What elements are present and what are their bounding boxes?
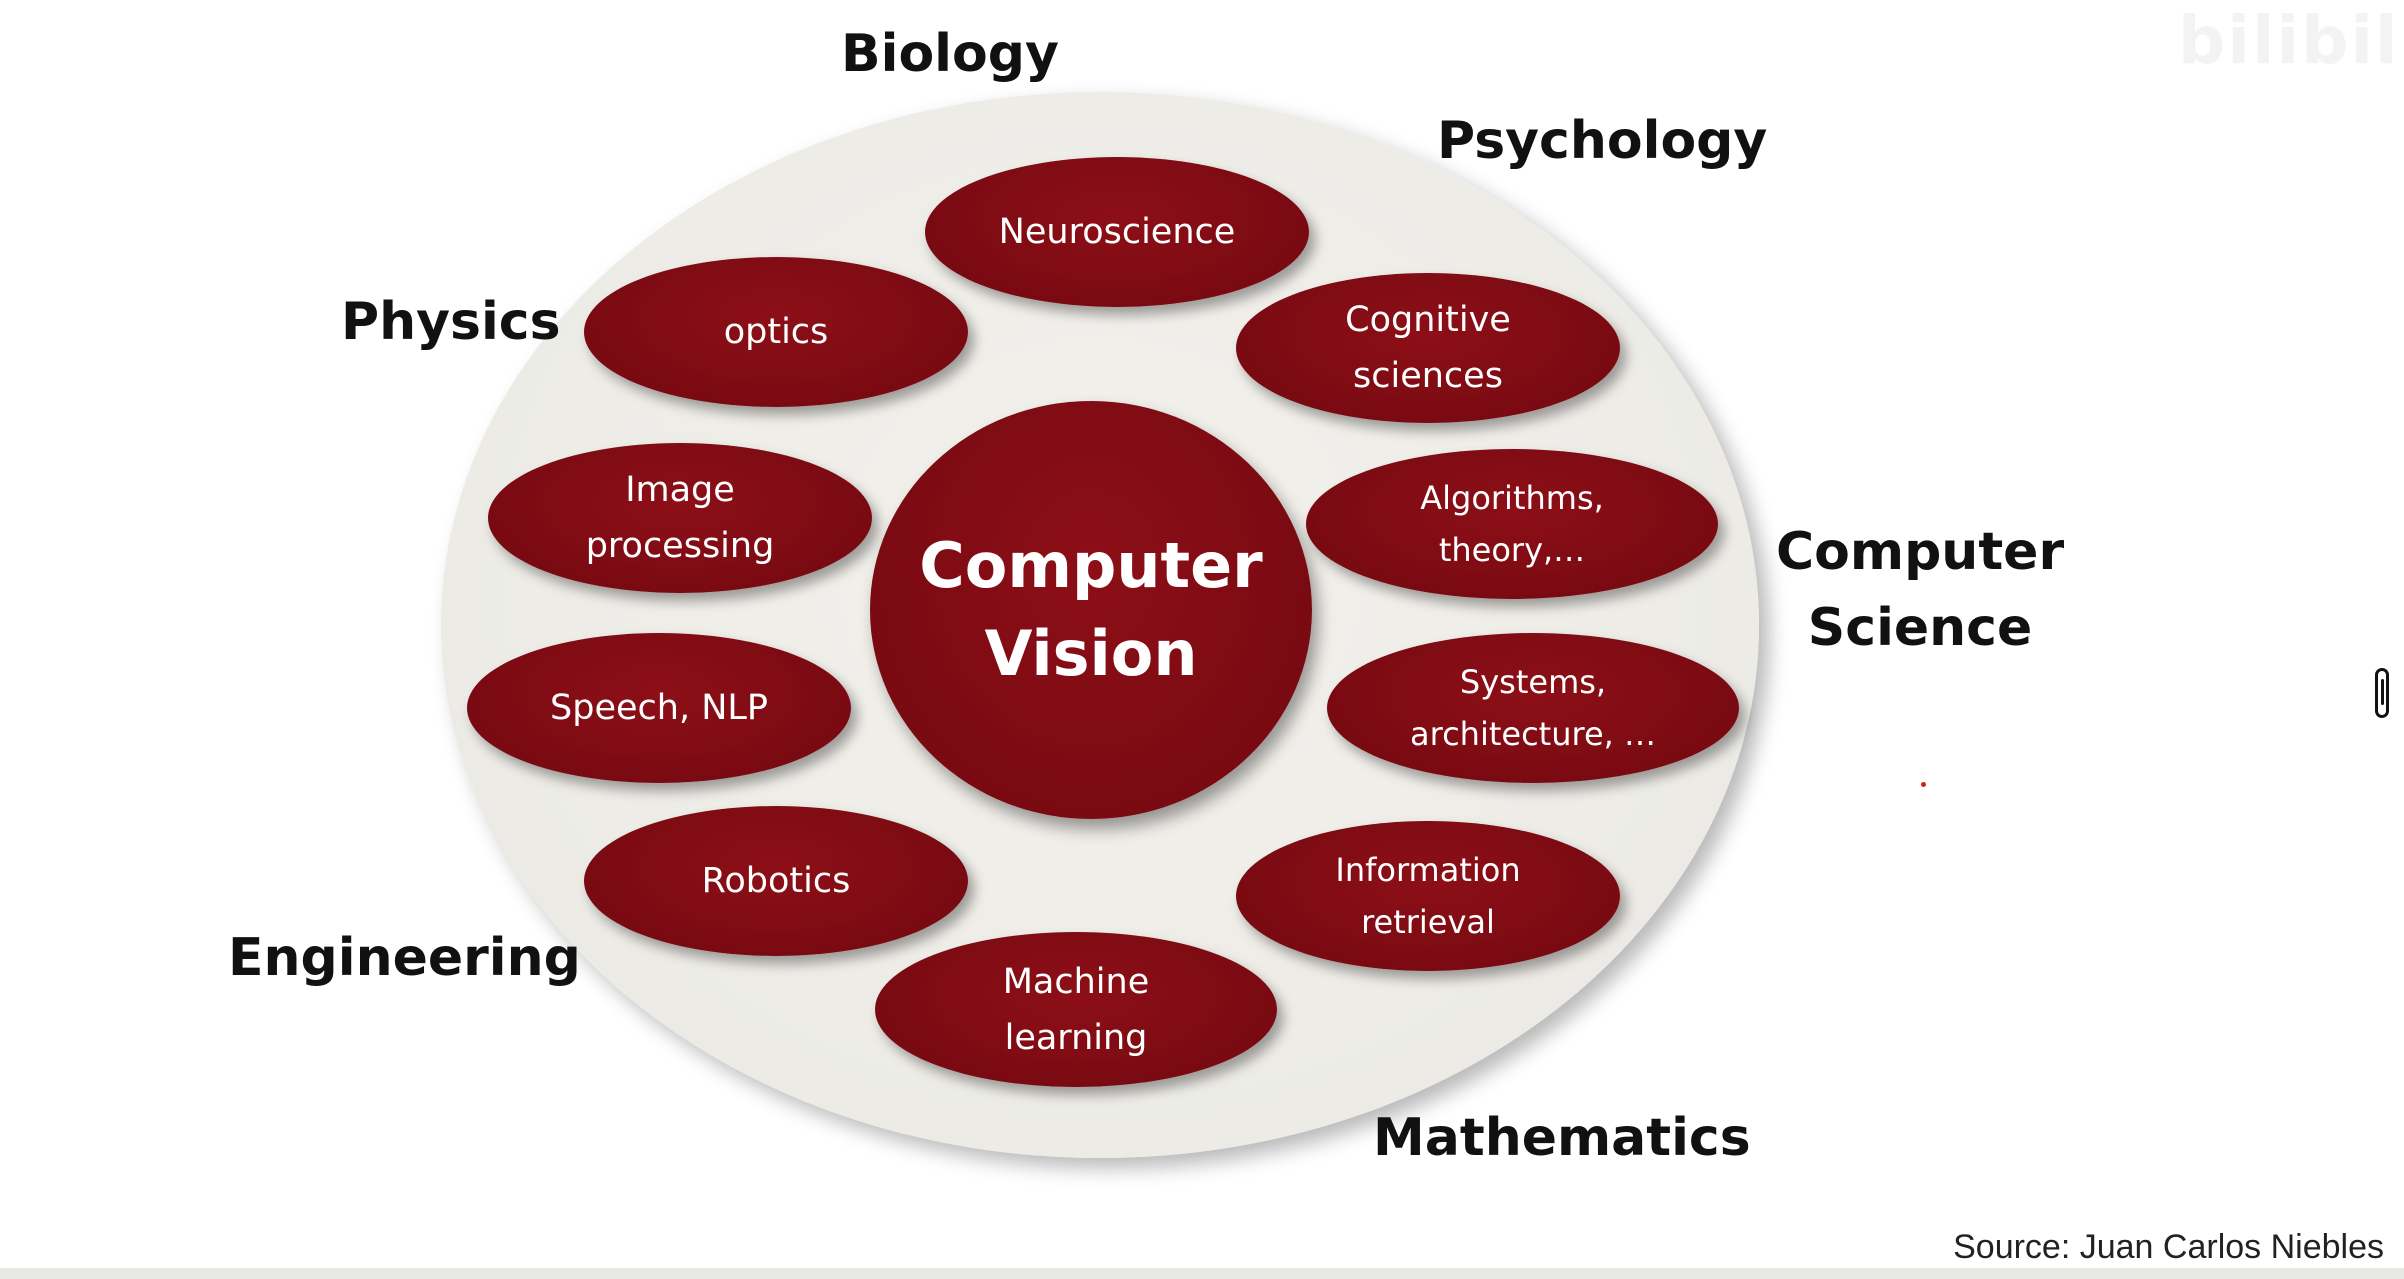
center-label: Computer Vision [919, 529, 1263, 690]
topic-bubble-robotics: Robotics [584, 806, 968, 956]
topic-label: Cognitive sciences [1345, 300, 1511, 396]
topic-label: Image processing [585, 470, 775, 566]
topic-bubble-machine-learning: Machine learning [875, 932, 1277, 1087]
topic-label: Algorithms, theory,… [1420, 479, 1604, 569]
topic-bubble-cognitive-sciences: Cognitive sciences [1236, 273, 1620, 423]
topic-label: Neuroscience [998, 212, 1236, 252]
watermark-logo: bilibili [2178, 2, 2404, 79]
field-label-computer-science: Computer Science [1776, 522, 2065, 658]
field-label-physics: Physics [341, 292, 561, 352]
source-credit: Source: Juan Carlos Niebles [1953, 1228, 2384, 1266]
topic-bubble-optics: optics [584, 257, 968, 407]
topic-bubble-speech-nlp: Speech, NLP [467, 633, 851, 783]
topic-label: Systems, architecture, … [1410, 663, 1656, 753]
topic-bubble-image-processing: Image processing [488, 443, 872, 593]
bottom-edge-bar [0, 1268, 2404, 1279]
topic-label: Machine learning [1002, 961, 1150, 1058]
topic-label: Robotics [701, 861, 851, 901]
field-label-biology: Biology [841, 24, 1059, 84]
topic-bubble-systems: Systems, architecture, … [1327, 633, 1739, 783]
topic-label: optics [723, 312, 829, 352]
center-circle-computer-vision: Computer Vision [870, 401, 1312, 819]
field-label-psychology: Psychology [1437, 111, 1768, 171]
topic-bubble-information-retrieval: Information retrieval [1236, 821, 1620, 971]
topic-label: Speech, NLP [550, 688, 768, 728]
field-label-engineering: Engineering [228, 928, 581, 988]
scroll-indicator[interactable] [2375, 668, 2389, 718]
topic-label: Information retrieval [1335, 851, 1521, 941]
field-label-mathematics: Mathematics [1373, 1108, 1751, 1168]
topic-bubble-algorithms: Algorithms, theory,… [1306, 449, 1718, 599]
topic-bubble-neuroscience: Neuroscience [925, 157, 1309, 307]
laser-pointer-dot [1921, 782, 1926, 787]
